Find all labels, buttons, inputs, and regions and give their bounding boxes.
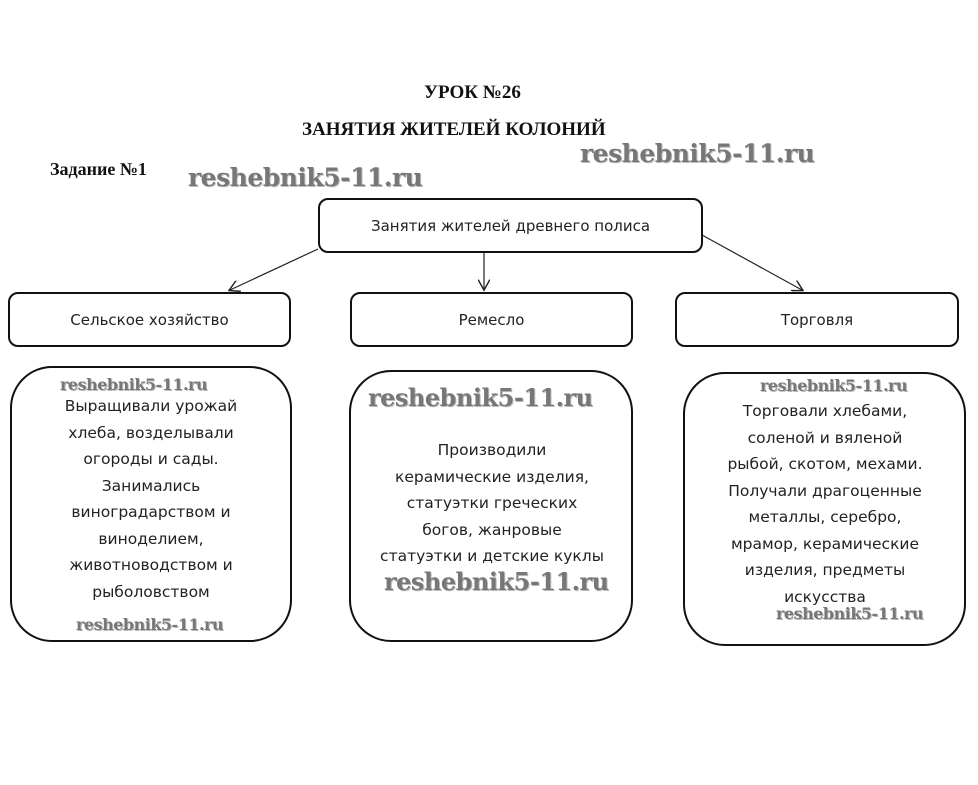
- text-line: животноводством и: [69, 556, 233, 574]
- text-line: керамические изделия,: [395, 467, 589, 486]
- text-line: Производили: [437, 441, 547, 459]
- watermark: reshebnik5-11.ru: [76, 615, 224, 634]
- detail-agriculture: [10, 366, 292, 642]
- branch-label: Сельское хозяйство: [70, 310, 229, 329]
- task-label: Задание №1: [50, 159, 147, 179]
- text-line: мрамор, керамические: [730, 534, 920, 553]
- root-node: Занятия жителей древнего полиса: [318, 198, 703, 253]
- text-line: Выращивали урожай: [64, 397, 238, 415]
- text-line: статуэтки греческих: [406, 494, 578, 512]
- detail-craft-text: Производили керамические изделия, статуэ…: [358, 437, 626, 570]
- page-title: ЗАНЯТИЯ ЖИТЕЛЕЙ КОЛОНИЙ: [302, 119, 606, 140]
- arrow-trade: [701, 234, 802, 290]
- detail-trade-text: Торговали хлебами, соленой и вяленой рыб…: [690, 398, 960, 610]
- branch-agriculture: Сельское хозяйство: [8, 292, 291, 347]
- branch-label: Ремесло: [458, 310, 525, 329]
- text-line: виноделием,: [98, 529, 204, 548]
- detail-craft: [349, 370, 633, 642]
- text-line: Торговали хлебами,: [742, 402, 908, 420]
- watermark: reshebnik5-11.ru: [188, 163, 423, 192]
- text-line: статуэтки и детские куклы: [380, 547, 604, 565]
- watermark: reshebnik5-11.ru: [384, 567, 609, 596]
- branch-label: Торговля: [780, 310, 854, 329]
- detail-trade: [683, 372, 966, 646]
- text-line: хлеба, возделывали: [68, 423, 234, 442]
- branch-trade: Торговля: [675, 292, 959, 347]
- detail-agriculture-text: Выращивали урожай хлеба, возделывали ого…: [20, 393, 282, 605]
- root-node-label: Занятия жителей древнего полиса: [370, 216, 651, 235]
- text-line: изделия, предметы: [744, 561, 906, 579]
- text-line: Получали драгоценные: [728, 481, 922, 500]
- watermark: reshebnik5-11.ru: [60, 375, 208, 394]
- text-line: металлы, серебро,: [748, 508, 902, 526]
- text-line: соленой и вяленой: [747, 428, 903, 447]
- watermark: reshebnik5-11.ru: [580, 139, 815, 168]
- branch-craft: Ремесло: [350, 292, 633, 347]
- lesson-number: УРОК №26: [424, 82, 521, 103]
- text-line: рыболовством: [92, 582, 210, 601]
- watermark: reshebnik5-11.ru: [368, 383, 593, 412]
- arrow-agriculture: [230, 248, 319, 290]
- text-line: виноградарством и: [71, 503, 231, 521]
- watermark: reshebnik5-11.ru: [760, 376, 908, 395]
- text-line: искусства: [784, 587, 866, 606]
- watermark: reshebnik5-11.ru: [776, 604, 924, 623]
- text-line: рыбой, скотом, мехами.: [727, 455, 923, 473]
- text-line: огороды и сады.: [83, 450, 219, 468]
- text-line: богов, жанровые: [422, 520, 562, 539]
- text-line: Занимались: [101, 476, 201, 495]
